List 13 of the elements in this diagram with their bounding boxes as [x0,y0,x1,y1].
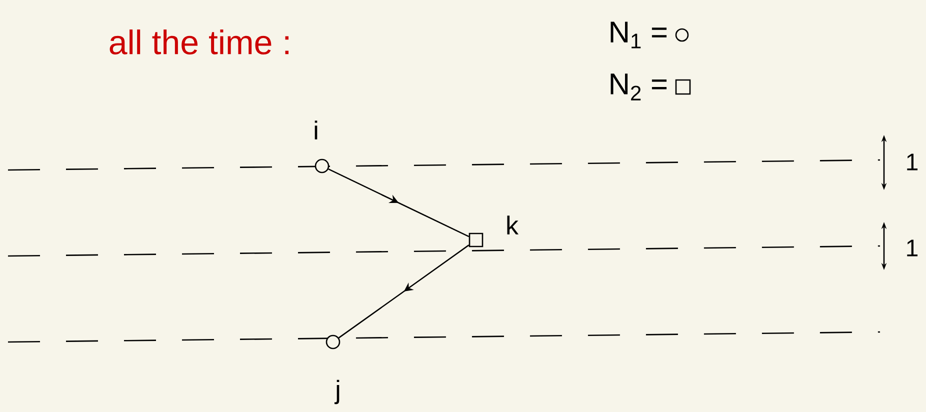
shape-circle [326,334,340,350]
arrow [328,168,470,238]
node-label: j [334,380,340,404]
shape-circle [314,158,330,174]
legend-text: N$_{1}$ = [610,22,667,48]
node-label: k [507,216,519,234]
dimension-label: 1 [907,240,918,256]
arrow [338,244,470,338]
shape-square [468,232,484,248]
dimension-label: 1 [907,154,918,170]
legend-text: N$_{2}$ = [610,74,667,100]
handwritten-heading: all the time : [110,30,288,54]
node-label: i [314,120,318,140]
